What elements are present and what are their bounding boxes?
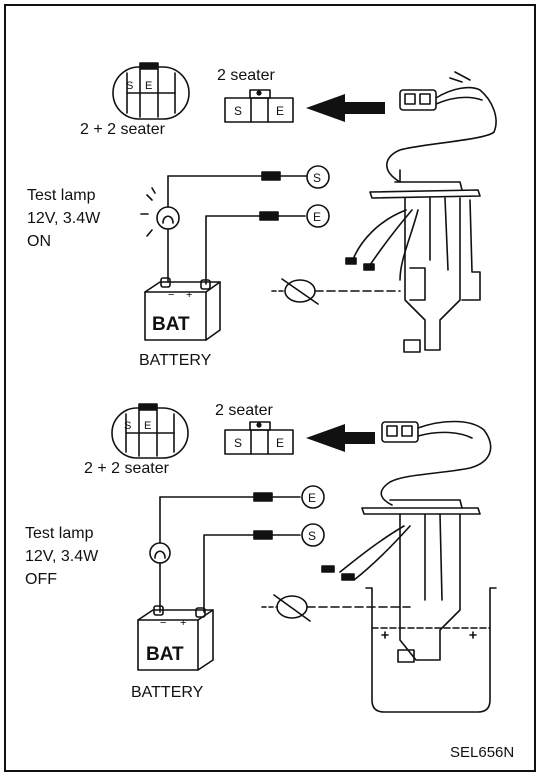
terminal-e-bottom xyxy=(301,485,325,509)
terminal-e-top xyxy=(306,204,330,228)
connector-2seater-bottom: S E xyxy=(224,421,294,455)
test-lamp-on xyxy=(140,175,180,283)
pin-e: E xyxy=(144,420,151,432)
bottom-2plus2-label: 2 + 2 seater xyxy=(84,460,169,477)
diagram-frame xyxy=(4,4,536,772)
terminal-s-top-label: S xyxy=(313,171,321,185)
harness-connector-bottom xyxy=(380,420,492,506)
battery-bottom-text: BAT xyxy=(146,644,184,665)
wires-top xyxy=(167,171,307,285)
top-battery-label: BATTERY xyxy=(139,352,212,369)
top-2seater-label: 2 seater xyxy=(217,67,275,84)
battery-top-text: BAT xyxy=(152,314,190,335)
fuel-sender-unit-top xyxy=(345,169,481,353)
connector-2plus2-top: S E xyxy=(112,62,190,120)
battery-top: − + BAT xyxy=(144,277,221,341)
top-test-lamp-line1: Test lamp xyxy=(27,187,96,204)
top-test-lamp-line2: 12V, 3.4W xyxy=(27,210,101,227)
harness-connector-top xyxy=(386,71,497,183)
pin-e: E xyxy=(145,80,152,92)
arrow-left-icon xyxy=(306,424,375,452)
top-2plus2-label: 2 + 2 seater xyxy=(80,121,165,138)
test-lamp-off xyxy=(149,496,171,613)
bottom-test-lamp-line2: 12V, 3.4W xyxy=(25,548,99,565)
terminal-e-bottom-label: E xyxy=(308,491,316,505)
pin-e: E xyxy=(276,104,284,118)
svg-text:+: + xyxy=(180,617,186,629)
float-symbol-top xyxy=(271,278,401,305)
pin-s: S xyxy=(234,436,242,450)
top-test-lamp-state: ON xyxy=(27,233,51,250)
float-symbol-bottom xyxy=(261,594,411,622)
reference-code: SEL656N xyxy=(450,744,515,761)
fuel-sender-unit-bottom xyxy=(321,499,481,663)
svg-text:+: + xyxy=(186,289,192,301)
svg-text:−: − xyxy=(168,289,174,301)
terminal-s-top xyxy=(306,165,330,189)
pin-e: E xyxy=(276,436,284,450)
terminal-e-top-label: E xyxy=(313,210,321,224)
pin-s: S xyxy=(124,420,131,432)
pin-s: S xyxy=(126,80,133,92)
svg-text:−: − xyxy=(160,617,166,629)
wires-bottom xyxy=(159,492,301,613)
arrow-left-icon xyxy=(306,94,385,122)
bottom-test-lamp-line1: Test lamp xyxy=(25,525,94,542)
terminal-s-bottom xyxy=(301,523,325,547)
bottom-battery-label: BATTERY xyxy=(131,684,204,701)
pin-s: S xyxy=(234,104,242,118)
beaker xyxy=(365,587,497,713)
battery-bottom: − + BAT xyxy=(137,605,214,671)
connector-2plus2-bottom: S E xyxy=(111,403,189,459)
bottom-2seater-label: 2 seater xyxy=(215,402,273,419)
terminal-s-bottom-label: S xyxy=(308,529,316,543)
connector-2seater-top: S E xyxy=(224,89,294,123)
bottom-test-lamp-state: OFF xyxy=(25,571,57,588)
